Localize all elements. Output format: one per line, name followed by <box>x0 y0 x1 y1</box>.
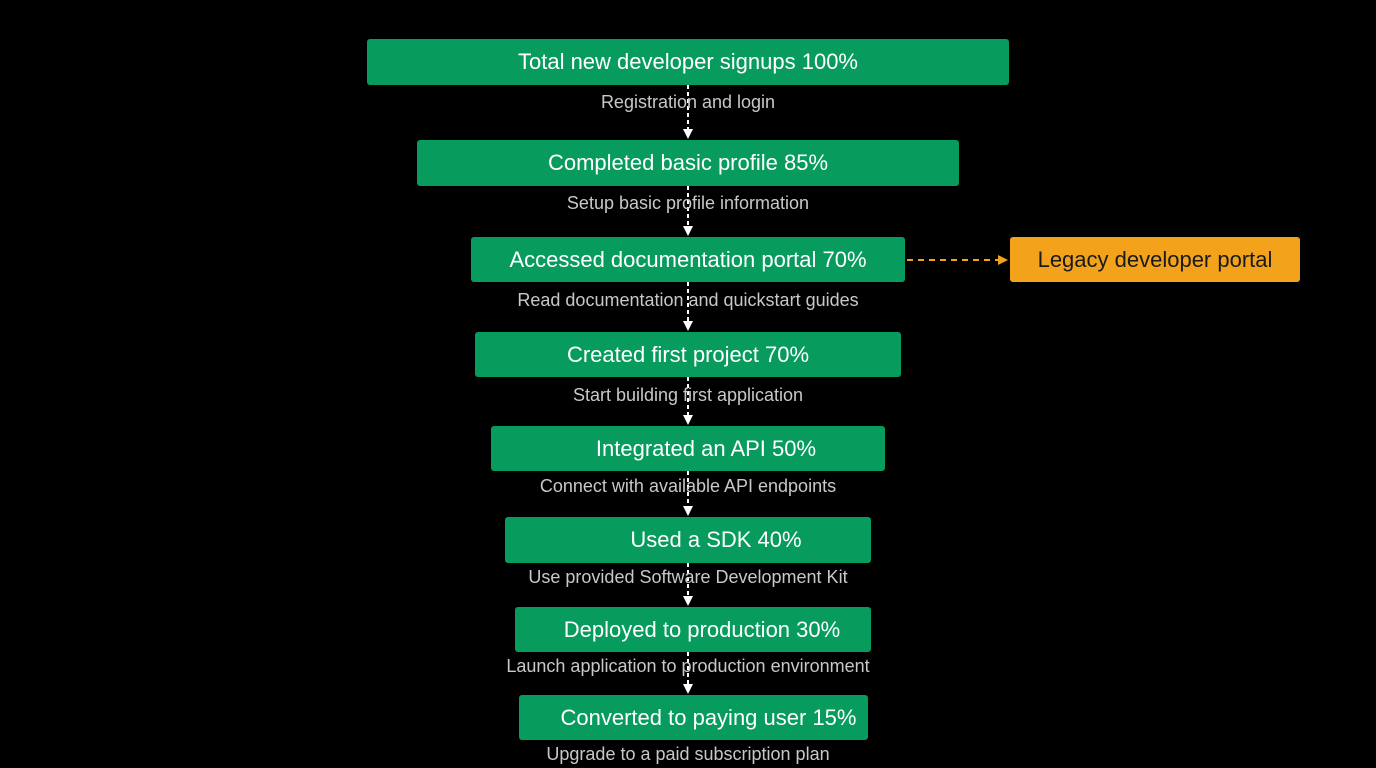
stage-label: Total new developer signups 100% <box>517 49 858 74</box>
stage-description: Read documentation and quickstart guides <box>517 290 859 310</box>
stage-description: Setup basic profile information <box>566 193 810 213</box>
stage-label: Integrated an API 50% <box>595 435 817 461</box>
stage-label: Completed basic profile 85% <box>547 150 829 175</box>
stage-label: Deployed to production 30% <box>563 616 841 642</box>
stage-completed-profile: Completed basic profile 85% <box>417 140 959 186</box>
stage-description: Upgrade to a paid subscription plan <box>546 744 830 764</box>
stage-label: Created first project 70% <box>566 341 810 367</box>
stage-label: Accessed documentation portal 70% <box>509 246 867 272</box>
legacy-portal-node: Legacy developer portal <box>1010 237 1300 282</box>
stage-integrated-api: Integrated an API 50% <box>491 426 885 471</box>
stage-label: Used a SDK 40% <box>630 527 802 552</box>
stage-description: Start building first application <box>572 385 804 405</box>
stage-description: Use provided Software Development Kit <box>528 567 848 587</box>
stage-description: Registration and login <box>600 92 776 112</box>
stage-description: Connect with available API endpoints <box>539 476 837 496</box>
stage-description: Launch application to production environ… <box>506 656 870 676</box>
stage-converted-paying: Converted to paying user 15% <box>519 695 868 740</box>
stage-label: Converted to paying user 15% <box>560 704 857 730</box>
stage-created-project: Created first project 70% <box>475 332 901 377</box>
stage-total-signups: Total new developer signups 100% <box>367 39 1009 85</box>
stage-deployed: Deployed to production 30% <box>515 607 871 652</box>
side-node-label: Legacy developer portal <box>1037 246 1273 272</box>
stage-used-sdk: Used a SDK 40% <box>505 517 871 563</box>
stage-accessed-docs: Accessed documentation portal 70% <box>471 237 905 282</box>
